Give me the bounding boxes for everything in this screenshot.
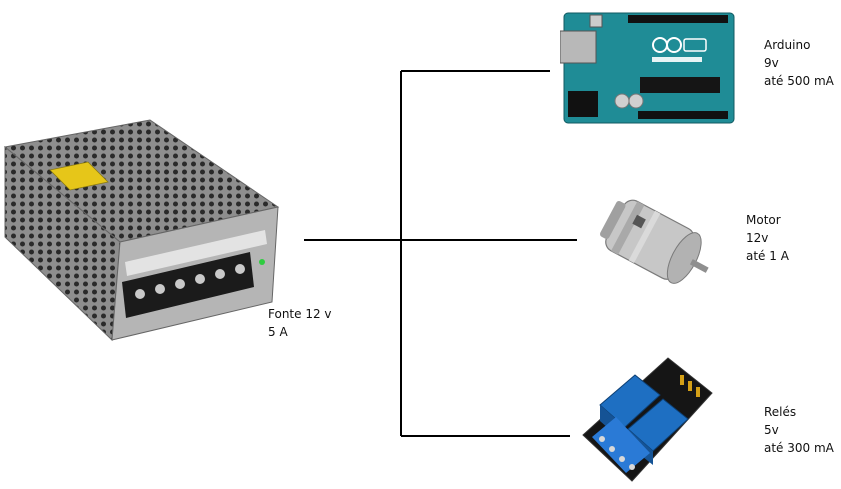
relays-name: Relés	[764, 405, 797, 419]
arduino-name: Arduino	[764, 38, 811, 52]
relay-module-icon	[582, 357, 713, 482]
arduino-board-icon	[560, 12, 735, 124]
arduino-label: Arduino 9v até 500 mA	[764, 36, 834, 90]
power-supply-icon	[3, 119, 280, 342]
motor-name: Motor	[746, 213, 781, 227]
relays-voltage: 5v	[764, 423, 779, 437]
power-supply-current: 5 A	[268, 325, 288, 339]
dc-motor-icon	[599, 199, 709, 284]
arduino-voltage: 9v	[764, 56, 779, 70]
arduino-current: até 500 mA	[764, 74, 834, 88]
motor-voltage: 12v	[746, 231, 769, 245]
relays-label: Relés 5v até 300 mA	[764, 403, 834, 457]
power-supply-label: Fonte 12 v 5 A	[268, 305, 332, 341]
motor-label: Motor 12v até 1 A	[746, 211, 789, 265]
motor-current: até 1 A	[746, 249, 789, 263]
power-supply-voltage: Fonte 12 v	[268, 307, 332, 321]
relays-current: até 300 mA	[764, 441, 834, 455]
